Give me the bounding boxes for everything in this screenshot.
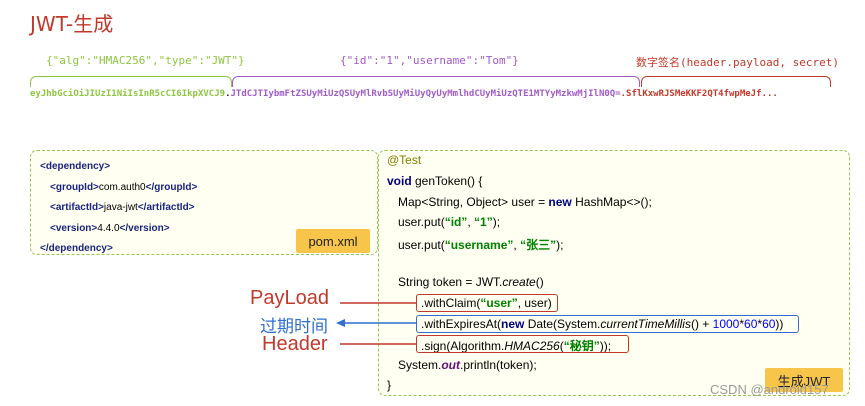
code-token-create: String token = JWT.create() xyxy=(398,275,544,289)
header-brace xyxy=(30,76,232,87)
expires-at-highlight xyxy=(416,315,799,333)
jwt-token: eyJhbGciOiJIUzI1NiIsInR5cCI6IkpXVCJ9.JTd… xyxy=(30,89,778,99)
code-with-expires-at: .withExpiresAt(new Date(System.currentTi… xyxy=(421,317,784,331)
pom-line-version: <version>4.4.0</version> xyxy=(50,222,170,234)
token-dot: . xyxy=(225,89,231,99)
pom-line-dependency-close: </dependency> xyxy=(40,243,113,254)
signature-label: 数字签名(header.payload, secret) xyxy=(636,56,839,69)
pom-line-groupid: <groupId>com.auth0</groupId> xyxy=(50,181,198,193)
expire-arrow-head xyxy=(336,319,345,327)
payload-brace xyxy=(232,76,640,87)
token-signature-part: .SflKxwRJSMeKKF2QT4fwpMeJf... xyxy=(620,89,778,99)
payload-side-label: PayLoad xyxy=(250,287,329,309)
token-header-part: eyJhbGciOiJIUzI1NiIsInR5cCI6IkpXVCJ9 xyxy=(30,89,226,99)
pom-line-artifactid: <artifactId>java-jwt</artifactId> xyxy=(50,202,195,213)
code-put-username: user.put(“username”, “张三”); xyxy=(398,238,564,252)
code-println: System.out.println(token); xyxy=(398,358,537,372)
pom-code: <dependency> <groupId>com.auth0</groupId… xyxy=(40,157,197,260)
gen-token-code-box xyxy=(378,150,850,396)
token-payload-part: JTdCJTIybmFtZSUyMiUzQSUyMlRvbSUyMiUyQyUy… xyxy=(230,89,621,99)
page-title: JWT-生成 xyxy=(30,12,114,36)
code-map-decl: Map<String, Object> user = new HashMap<>… xyxy=(398,195,652,209)
expire-side-label: 过期时间 xyxy=(260,317,328,336)
csdn-watermark: CSDN @android157 xyxy=(710,382,829,397)
with-claim-highlight xyxy=(416,294,558,312)
payload-label: {"id":"1","username":"Tom"} xyxy=(340,54,519,67)
code-put-id: user.put(“id”, “1”); xyxy=(398,215,501,229)
pom-xml-tag: pom.xml xyxy=(296,229,370,253)
header-side-label: Header xyxy=(262,333,328,355)
signature-brace xyxy=(641,76,831,87)
pom-line-dependency-open: <dependency> xyxy=(40,161,111,172)
code-method-signature: void genToken() { xyxy=(387,174,483,188)
code-closing-brace: } xyxy=(387,378,392,392)
code-annotation: @Test xyxy=(387,153,422,167)
sign-highlight xyxy=(416,335,629,353)
gen-jwt-tag: 生成JWT xyxy=(765,368,843,392)
code-with-claim: .withClaim(“user”, user) xyxy=(421,296,552,310)
header-label: {"alg":"HMAC256","type":"JWT"} xyxy=(46,54,245,67)
code-sign: .sign(Algorithm.HMAC256(“秘钥”)); xyxy=(421,339,612,353)
